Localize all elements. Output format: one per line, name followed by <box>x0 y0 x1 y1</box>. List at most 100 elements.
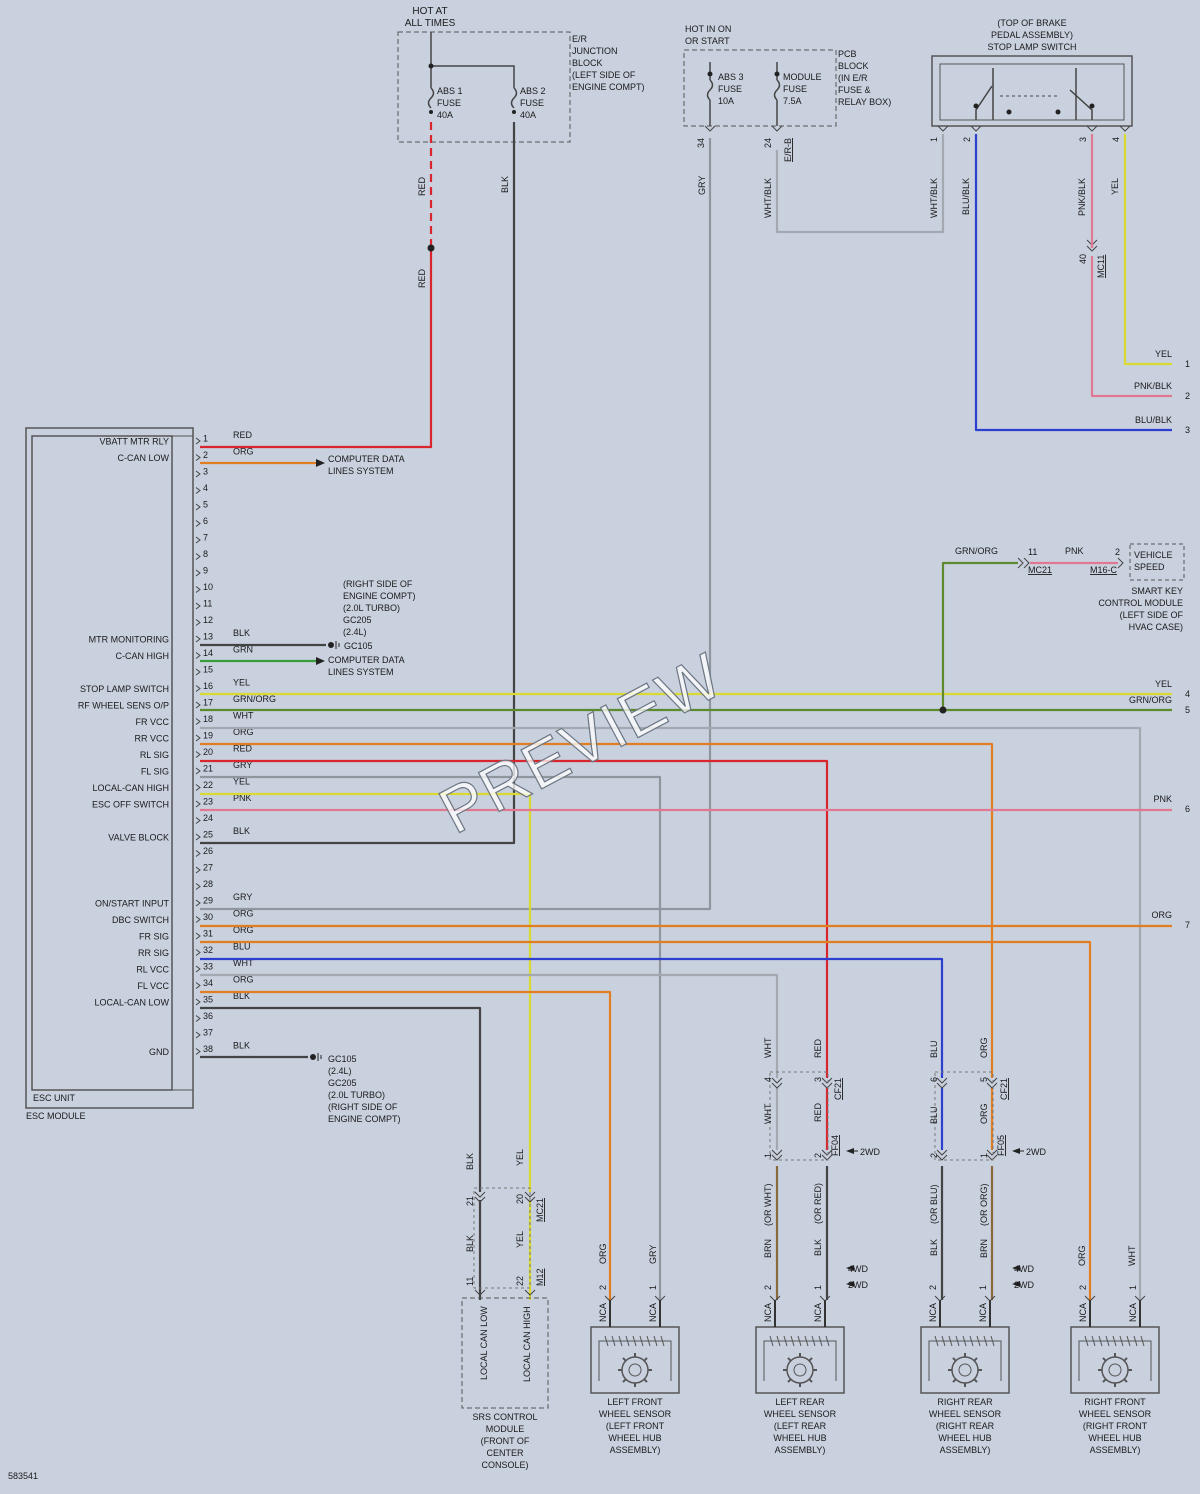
esc-pin-function: RL VCC <box>136 965 169 975</box>
stop-lamp-switch: (TOP OF BRAKE PEDAL ASSEMBLY) STOP LAMP … <box>929 18 1133 278</box>
rr-blu-1: BLU <box>929 1040 939 1058</box>
sk-vs-2: SPEED <box>1134 562 1165 572</box>
esc-pin-number: 20 <box>203 747 213 757</box>
abs1-fuse-icon <box>427 87 435 109</box>
esc-module-label: ESC MODULE <box>26 1111 86 1121</box>
esc-pin-wire-color: ORG <box>233 925 254 935</box>
sls-pin-3: 3 <box>1078 137 1088 142</box>
esc-pin-function: DBC SWITCH <box>112 915 169 925</box>
pcb-block-frame <box>683 49 837 127</box>
sensor-nca-label: NCA <box>763 1303 773 1322</box>
esc-pin-number: 5 <box>203 500 208 510</box>
lr-red-2: RED <box>813 1102 823 1122</box>
sensor-label-line: WHEEL HUB <box>1088 1433 1141 1443</box>
mc11-pin: 40 <box>1078 254 1088 264</box>
sensor-nca-label: NCA <box>1078 1303 1088 1322</box>
esc-pin-function: ESC OFF SWITCH <box>92 800 169 810</box>
esc-pin-number: 12 <box>203 615 213 625</box>
gcb-6: ENGINE COMPT) <box>328 1114 401 1124</box>
sk-label-1: SMART KEY <box>1131 586 1183 596</box>
esc-unit-frame <box>31 435 173 1091</box>
sensor-label-line: WHEEL HUB <box>608 1433 661 1443</box>
cdl1-1: COMPUTER DATA <box>328 454 405 464</box>
esc-pin-function: FR SIG <box>139 932 169 942</box>
sensor-label-line: LEFT REAR <box>775 1397 825 1407</box>
rr-4wd: 4WD <box>1014 1264 1035 1274</box>
sls-frame <box>931 55 1133 127</box>
sk-grnorg: GRN/ORG <box>955 546 998 556</box>
esc-pin-number: 30 <box>203 912 213 922</box>
sensor-nca-label: NCA <box>813 1303 823 1322</box>
cdl1-2: LINES SYSTEM <box>328 466 394 476</box>
esc-pin-wire-color: WHT <box>233 711 254 721</box>
esc-pin-7: 7 <box>195 533 208 544</box>
sensor-label-line: WHEEL SENSOR <box>929 1409 1002 1419</box>
gct-4: GC205 <box>343 615 372 625</box>
abs3-fuse-icon <box>706 79 714 101</box>
right-num-1: 1 <box>1185 359 1190 369</box>
abs2-3: 40A <box>520 110 536 120</box>
esc-pin-number: 26 <box>203 846 213 856</box>
srs-label-4: CENTER <box>486 1448 524 1458</box>
wire-gry-abs3 <box>200 138 712 911</box>
esc-pin-wire-color: RED <box>233 430 253 440</box>
sk-label-2: CONTROL MODULE <box>1098 598 1183 608</box>
jb-label-3: BLOCK <box>572 58 603 68</box>
sensor-label-line: ASSEMBLY) <box>1090 1445 1141 1455</box>
hot-in-on-1: HOT IN ON <box>685 24 731 34</box>
pin-34: 34 <box>696 138 706 148</box>
esc-pin-number: 32 <box>203 945 213 955</box>
esc-pin-function: LOCAL-CAN HIGH <box>92 783 169 793</box>
ground-icon <box>328 642 334 648</box>
esc-pin-4: 4 <box>195 483 208 494</box>
pcb-3: (IN E/R <box>838 73 868 83</box>
sensor-gear-icon <box>1101 1356 1129 1384</box>
sensor-label-line: WHEEL SENSOR <box>764 1409 837 1419</box>
rr-or-blu: (OR BLU) <box>929 1184 939 1224</box>
mc11-conn: MC11 <box>1096 255 1106 278</box>
esc-pin-number: 22 <box>203 780 213 790</box>
ff05-2: 2 <box>929 1153 939 1158</box>
gct-1: (RIGHT SIDE OF <box>343 579 413 589</box>
sensor-gear-icon <box>621 1356 649 1384</box>
sensor-pin-1: 1 <box>1128 1285 1138 1290</box>
srs-can-low: LOCAL CAN LOW <box>479 1306 489 1380</box>
wire-gry-fl-sig <box>200 775 662 1300</box>
wires <box>200 122 1172 1300</box>
wire-blk-can-low <box>200 1006 482 1192</box>
m12-pin-22: 22 <box>515 1276 525 1286</box>
abs1-2: FUSE <box>437 98 461 108</box>
esc-pin-wire-color: BLU <box>233 942 251 952</box>
right-num-4: 4 <box>1185 689 1190 699</box>
lbl-pnkblk: PNK/BLK <box>1077 178 1087 216</box>
wire-labels: RED RED BLK GRY WHT/BLK WHT/BLK BLU/BLK … <box>417 176 1190 930</box>
rr-or-org: (OR ORG) <box>979 1184 989 1227</box>
abs3-2: FUSE <box>718 84 742 94</box>
sensor-pin-1: 1 <box>978 1285 988 1290</box>
esc-pin-number: 14 <box>203 648 213 658</box>
srs-can-high: LOCAL CAN HIGH <box>522 1306 532 1382</box>
abs3-1: ABS 3 <box>718 72 744 82</box>
rr-2wd: 2WD <box>1026 1147 1047 1157</box>
esc-pin-wire-color: ORG <box>233 447 254 457</box>
cf21-6: 6 <box>929 1077 939 1082</box>
abs1-1: ABS 1 <box>437 86 463 96</box>
wire-org-rr-vcc <box>200 742 994 1078</box>
abs2-1: ABS 2 <box>520 86 546 96</box>
sk-m16-pin: 2 <box>1115 547 1120 557</box>
gct-2: ENGINE COMPT) <box>343 591 416 601</box>
sensor-label-line: (RIGHT FRONT <box>1083 1421 1148 1431</box>
diagram-id: 583541 <box>8 1471 38 1481</box>
pcb-4: FUSE & <box>838 85 871 95</box>
rr-2wd-b: 2WD <box>1014 1280 1035 1290</box>
sls-label-1: (TOP OF BRAKE <box>997 18 1066 28</box>
sensor-pin-1: 1 <box>813 1285 823 1290</box>
esc-pin-9: 9 <box>195 566 208 577</box>
mc21-srs: MC21 <box>535 1198 545 1222</box>
